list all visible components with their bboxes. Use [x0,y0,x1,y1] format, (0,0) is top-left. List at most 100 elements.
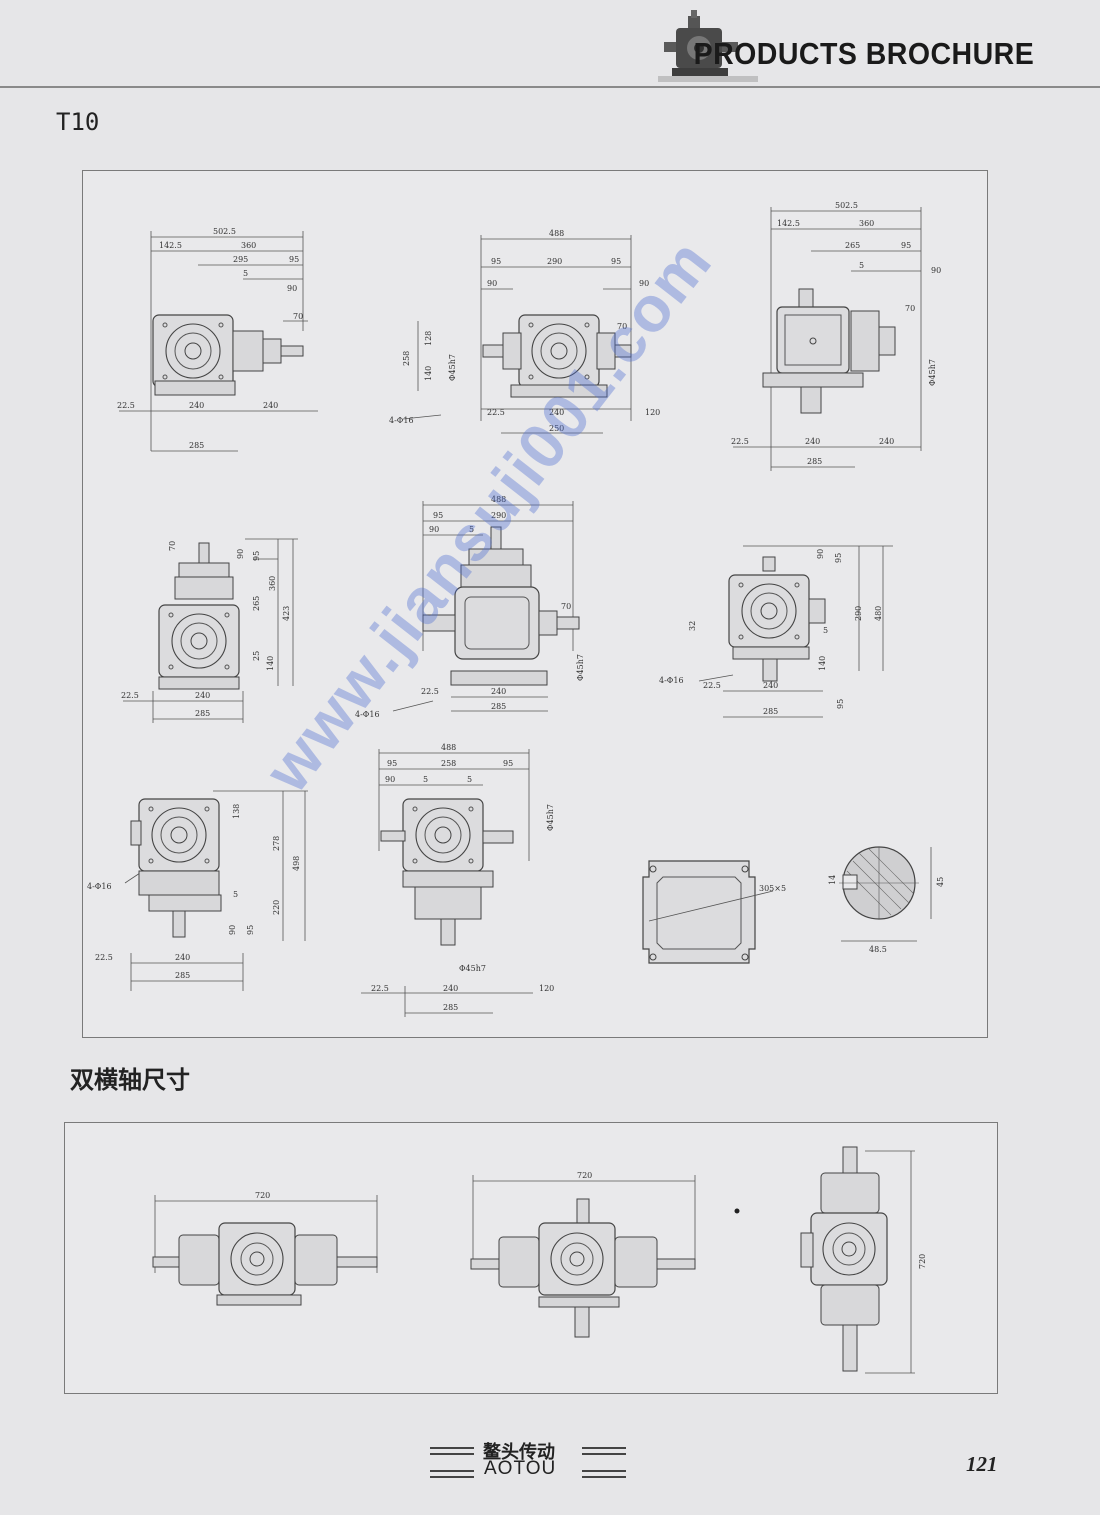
dim-label: 95 [491,257,501,266]
dual-shaft-drawings: 720 720 [152,1146,927,1374]
dim-label: 142.5 [777,219,800,228]
dim-label: 240 [189,401,204,410]
dim-label: 95 [834,553,843,563]
dual-shaft-drawing-right: 720 [734,1146,927,1374]
dimension-drawing-panel: 502.5 142.5 360 295 95 5 90 70 22.5 240 … [82,170,988,1038]
footer-rule [430,1447,474,1449]
dim-label: 290 [854,606,863,621]
dim-label: 70 [905,304,915,313]
drawing-bottom-left: 138 278 498 5 220 90 95 4-Φ16 22.5 240 2… [87,790,308,991]
dual-shaft-drawing-center: 720 [470,1171,696,1338]
dim-label: 240 [805,437,820,446]
dim-label: 140 [266,656,275,671]
dim-label: 14 [828,875,837,885]
dim-label: 498 [292,856,301,871]
dual-shaft-drawing-panel: 720 720 [64,1122,998,1394]
dim-label: 240 [195,691,210,700]
dim-label: 720 [255,1191,270,1200]
dim-label: 142.5 [159,241,182,250]
dim-label: 4-Φ16 [659,676,684,685]
dim-label: 70 [168,541,177,551]
dim-label: 45 [936,877,945,887]
dim-label: 120 [645,408,660,417]
dim-label: 90 [287,284,297,293]
footer-rule [582,1447,626,1449]
dim-label: 720 [577,1171,592,1180]
footer-rule [582,1476,626,1478]
dim-label: 488 [549,229,564,238]
dim-label: 502.5 [835,201,858,210]
dim-label: 138 [232,804,241,819]
section-title: 双横轴尺寸 [70,1066,190,1094]
dim-label: 265 [252,596,261,611]
dim-label: 278 [272,836,281,851]
dim-label: 22.5 [95,953,113,962]
dim-label: 290 [491,511,506,520]
dim-label: 5 [467,775,472,784]
dim-label: 95 [433,511,443,520]
dim-label: 305×5 [759,884,786,893]
dim-label: 90 [487,279,497,288]
dim-label: 95 [387,759,397,768]
dim-label: 140 [818,656,827,671]
page-number: 121 [966,1452,998,1476]
dim-label: 265 [845,241,860,250]
header-divider [0,86,1100,88]
dim-label: 5 [423,775,428,784]
drawing-bottom-center: 488 95 258 95 90 5 5 Φ45h7 Φ45h7 22.5 24… [361,743,555,1017]
dim-label: 240 [549,408,564,417]
gearbox-logo-icon [658,10,758,82]
dim-label: 95 [503,759,513,768]
dim-label: 90 [931,266,941,275]
dim-label: 502.5 [213,227,236,236]
dim-label: 240 [763,681,778,690]
drawing-flange-plate: 305×5 [642,860,786,964]
dim-label: 240 [491,687,506,696]
dim-label: 285 [189,441,204,450]
drawing-top-left: 502.5 142.5 360 295 95 5 90 70 22.5 240 … [117,227,318,452]
dim-label: 4-Φ16 [389,416,414,425]
footer-rule [430,1453,474,1455]
dim-label: 95 [901,241,911,250]
dim-label: Φ45h7 [546,804,555,831]
dim-label: 90 [816,549,825,559]
dim-label: 70 [293,312,303,321]
dim-label: 285 [491,702,506,711]
dim-label: 22.5 [371,984,389,993]
dim-label: 128 [424,331,433,346]
dim-label: 5 [859,261,864,270]
dim-label: 22.5 [731,437,749,446]
dim-label: 95 [246,925,255,935]
dim-label: 220 [272,900,281,915]
dim-label: 5 [823,626,828,635]
dim-label: Φ45h7 [448,354,457,381]
dim-label: Φ45h7 [928,359,937,386]
dim-label: 240 [175,953,190,962]
dim-label: 95 [836,699,845,709]
dim-label: 140 [424,366,433,381]
drawing-shaft-section: 14 45 48.5 [828,846,945,954]
dimension-drawings: 502.5 142.5 360 295 95 5 90 70 22.5 240 … [87,201,945,1017]
dim-label: 360 [859,219,874,228]
dim-label: 290 [547,257,562,266]
dim-label: 720 [918,1254,927,1269]
dim-label: 22.5 [487,408,505,417]
dual-shaft-drawing-left: 720 [152,1191,378,1306]
dim-label: 90 [429,525,439,534]
model-label: T10 [56,108,100,136]
drawing-top-right: 502.5 142.5 360 265 95 5 90 70 Φ45h7 22.… [731,201,941,471]
dim-label: 240 [263,401,278,410]
dim-label: 258 [441,759,456,768]
dim-label: 240 [879,437,894,446]
dim-label: 285 [175,971,190,980]
dim-label: 480 [874,606,883,621]
dim-label: 90 [236,549,245,559]
dim-label: 285 [763,707,778,716]
dim-label: 22.5 [121,691,139,700]
drawing-top-center: 488 95 290 95 90 90 70 258 128 140 Φ45h7… [389,229,660,434]
dim-label: 90 [639,279,649,288]
dim-label: 70 [617,322,627,331]
footer-brand-en: AOTOU [484,1458,557,1479]
dim-label: 48.5 [869,945,887,954]
dim-label: 25 [252,651,261,661]
